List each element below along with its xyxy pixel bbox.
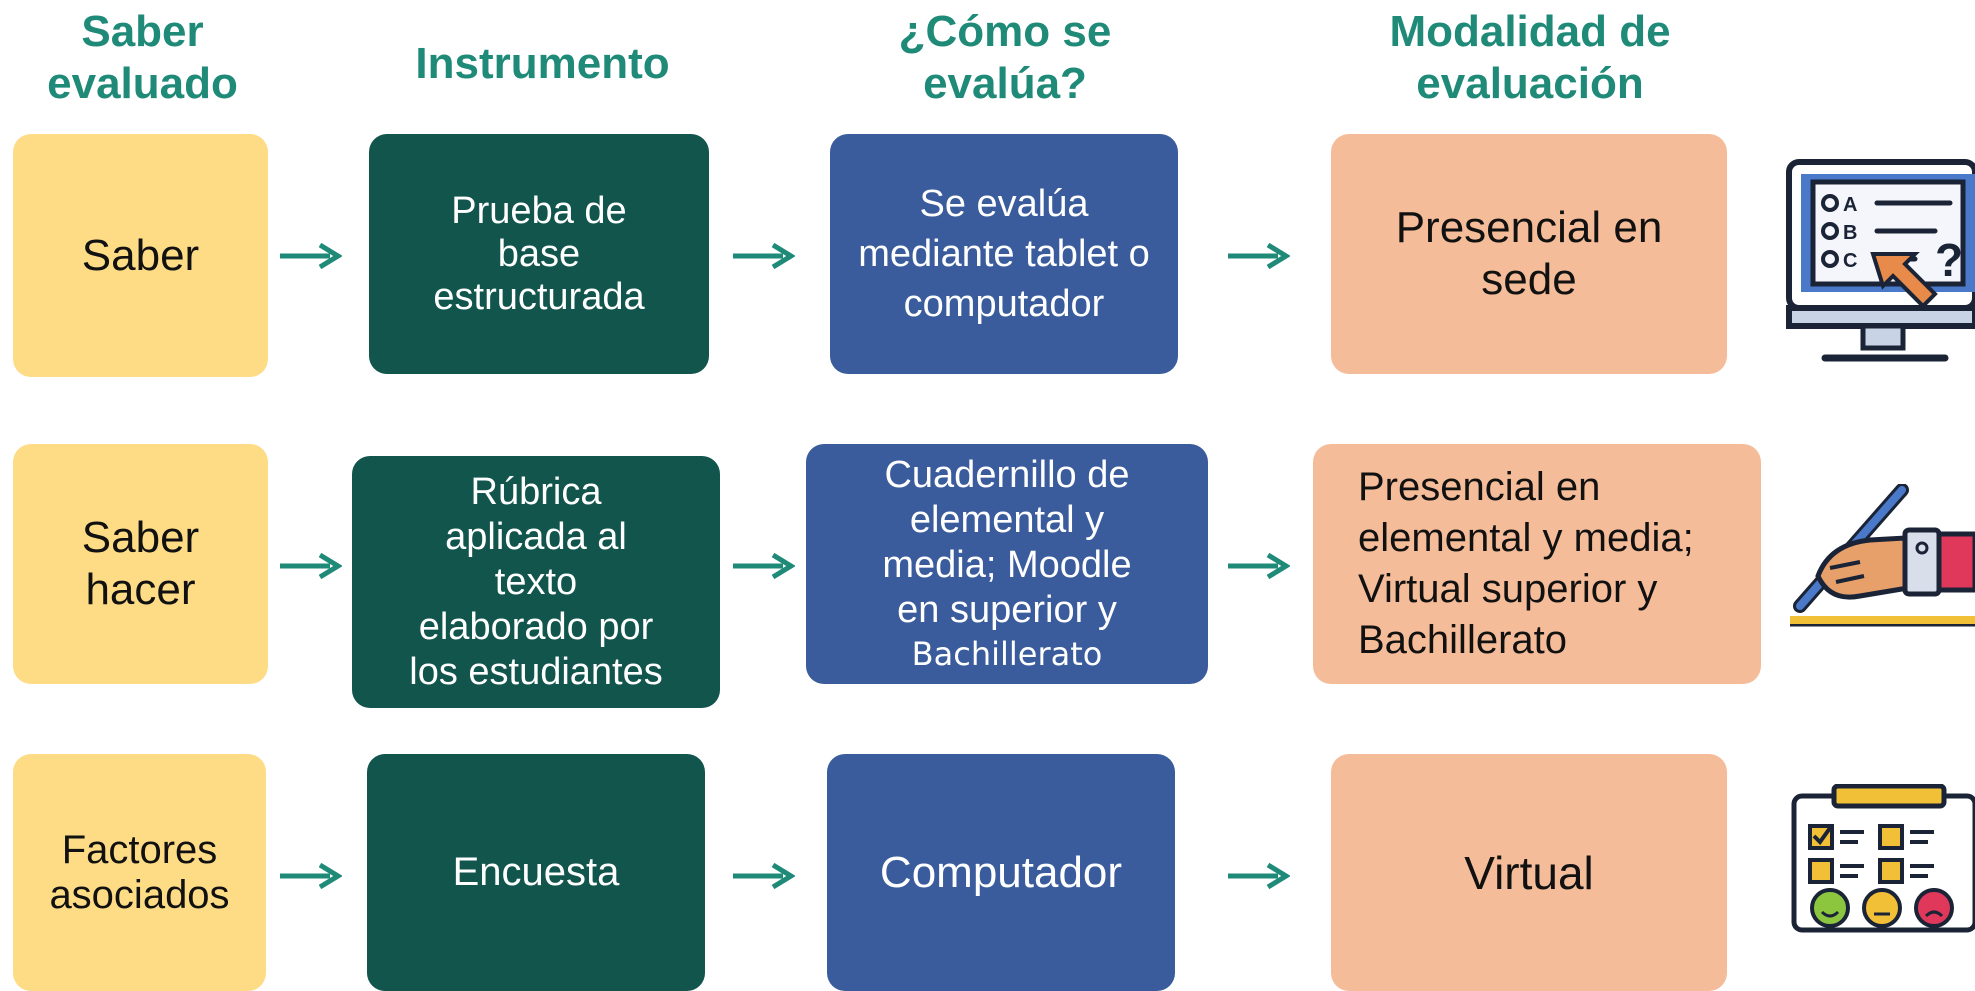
arrow-right-icon <box>1228 862 1290 890</box>
option-a-letter: A <box>1843 194 1857 216</box>
row1-instrumento-label: Prueba de base estructurada <box>433 189 645 318</box>
question-mark: ? <box>1935 234 1963 286</box>
row2-saber-label: Saber hacer <box>81 513 200 614</box>
row2-instrumento-label: Rúbrica aplicada al texto elaborado por … <box>409 470 663 693</box>
row2-como-box: Cuadernillo de elemental y media; Moodle… <box>806 444 1208 684</box>
header-modalidad: Modalidad de evaluación <box>1389 7 1671 108</box>
row3-instrumento-box: Encuesta <box>367 754 705 991</box>
arrow-right-icon <box>1228 242 1290 270</box>
header-como-se-evalua: ¿Cómo se evalúa? <box>898 7 1112 108</box>
row2-modalidad-label: Presencial en elemental y media; Virtual… <box>1358 465 1694 662</box>
row1-modalidad-box: Presencial en sede <box>1331 134 1727 374</box>
row1-modalidad-label: Presencial en sede <box>1395 203 1663 304</box>
arrow-right-icon <box>280 862 342 890</box>
arrow-right-icon <box>1228 552 1290 580</box>
row1-saber-box: Saber <box>13 134 268 377</box>
row2-como-small-label: Bachillerato <box>911 635 1103 673</box>
row2-saber-box: Saber hacer <box>13 444 268 684</box>
row3-modalidad-label: Virtual <box>1464 846 1594 899</box>
row3-como-label: Computador <box>879 847 1123 897</box>
option-b-letter: B <box>1843 222 1857 244</box>
row2-instrumento-box: Rúbrica aplicada al texto elaborado por … <box>352 456 720 708</box>
row1-saber-label: Saber <box>81 230 200 280</box>
row3-como-box: Computador <box>827 754 1175 991</box>
arrow-right-icon <box>733 242 795 270</box>
option-c-letter: C <box>1843 250 1857 272</box>
row2-como-label: Cuadernillo de elemental y media; Moodle… <box>882 454 1132 631</box>
arrow-right-icon <box>280 242 342 270</box>
row3-modalidad-box: Virtual <box>1331 754 1727 991</box>
header-instrumento: Instrumento <box>415 39 670 88</box>
arrow-right-icon <box>733 552 795 580</box>
arrow-right-icon <box>280 552 342 580</box>
row3-saber-label: Factores asociados <box>49 827 230 917</box>
hand-writing-icon <box>1790 484 1975 627</box>
row3-saber-box: Factores asociados <box>13 754 266 991</box>
arrow-right-icon <box>733 862 795 890</box>
row2-modalidad-box: Presencial en elemental y media; Virtual… <box>1313 444 1761 684</box>
header-saber-evaluado: Saber evaluado <box>47 7 238 108</box>
survey-checklist-icon <box>1791 784 1975 933</box>
row1-como-box: Se evalúa mediante tablet o computador <box>830 134 1178 374</box>
row1-instrumento-box: Prueba de base estructurada <box>369 134 709 374</box>
computer-test-icon: A B C ? <box>1786 159 1975 362</box>
row1-como-label: Se evalúa mediante tablet o computador <box>858 183 1150 325</box>
row3-instrumento-label: Encuesta <box>452 850 620 894</box>
